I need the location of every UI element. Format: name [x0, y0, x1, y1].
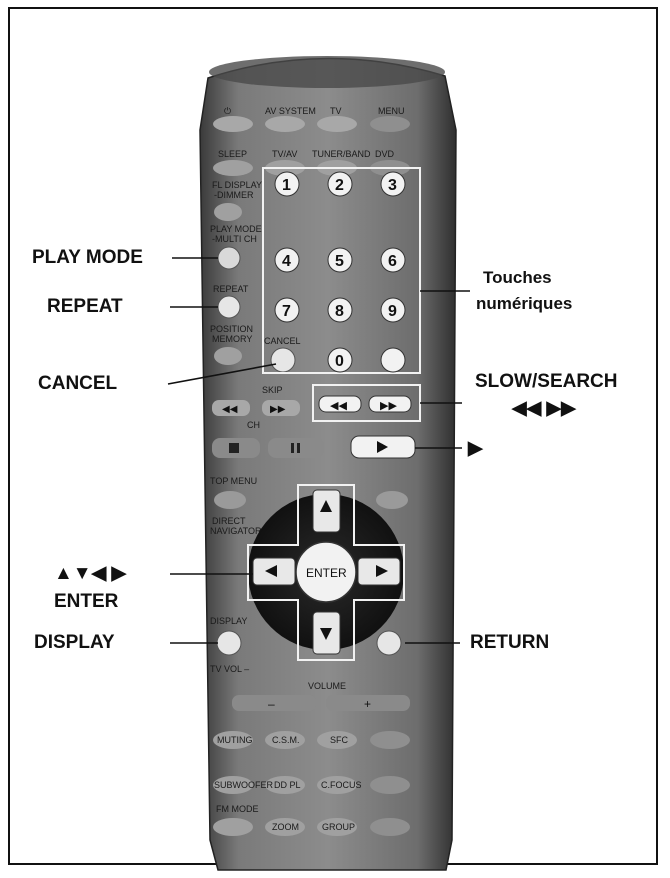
bottom-buttons: MUTING C.S.M. SFC SUBWOOFER DD PL C.FOCU… [213, 731, 410, 836]
svg-text:SKIP: SKIP [262, 385, 283, 395]
svg-text:CANCEL: CANCEL [264, 336, 301, 346]
svg-text:▶▶: ▶▶ [270, 404, 286, 415]
svg-text:TOP MENU: TOP MENU [210, 476, 257, 486]
svg-text:VOLUME: VOLUME [308, 681, 346, 691]
svg-text:DISPLAY: DISPLAY [210, 616, 247, 626]
svg-text:FL DISPLAY: FL DISPLAY [212, 180, 262, 190]
svg-text:POSITION: POSITION [210, 324, 253, 334]
svg-text:MEMORY: MEMORY [212, 334, 252, 344]
display-callout: DISPLAY [34, 632, 115, 653]
svg-text:4: 4 [282, 253, 291, 270]
svg-text:3: 3 [388, 177, 397, 194]
svg-text:0: 0 [335, 353, 344, 370]
play-mode-callout: PLAY MODE [32, 247, 143, 268]
svg-text:TV: TV [330, 106, 342, 116]
svg-text:TV VOL –: TV VOL – [210, 664, 249, 674]
svg-text:C.S.M.: C.S.M. [272, 735, 300, 745]
svg-text:MENU: MENU [378, 106, 405, 116]
touches-callout-line2: numériques [476, 294, 573, 313]
svg-text:5: 5 [335, 253, 344, 270]
svg-text:AV SYSTEM: AV SYSTEM [265, 106, 316, 116]
svg-text:2: 2 [335, 177, 344, 194]
slow-search-callout: SLOW/SEARCH [475, 371, 618, 392]
callout-lines [167, 257, 470, 644]
svg-text:-MULTI CH: -MULTI CH [212, 234, 257, 244]
svg-text:ENTER: ENTER [306, 566, 347, 580]
svg-text:FM MODE: FM MODE [216, 804, 259, 814]
svg-text:◀◀: ◀◀ [330, 400, 347, 412]
svg-text:SFC: SFC [330, 735, 349, 745]
slow-search-symbols: ◀◀ ▶▶ [512, 398, 576, 419]
svg-text:C.FOCUS: C.FOCUS [321, 780, 362, 790]
svg-text:–: – [268, 697, 275, 711]
power-icon: ⏻ [224, 106, 231, 116]
svg-text:DVD: DVD [375, 149, 395, 159]
svg-text:+: + [364, 697, 371, 711]
svg-text:◀◀: ◀◀ [222, 404, 238, 415]
svg-text:CH: CH [247, 420, 260, 430]
svg-text:9: 9 [388, 303, 397, 320]
repeat-callout: REPEAT [47, 296, 123, 317]
power-row: ⏻ AV SYSTEM TV MENU [213, 106, 410, 132]
svg-text:DD PL: DD PL [274, 780, 301, 790]
svg-text:-DIMMER: -DIMMER [214, 190, 254, 200]
svg-text:TV/AV: TV/AV [272, 149, 297, 159]
return-callout: RETURN [470, 632, 550, 653]
svg-text:NAVIGATOR: NAVIGATOR [210, 526, 262, 536]
svg-text:PLAY MODE: PLAY MODE [210, 224, 262, 234]
svg-text:TUNER/BAND: TUNER/BAND [312, 149, 371, 159]
svg-text:ZOOM: ZOOM [272, 822, 299, 832]
numeric-keypad-outline [262, 167, 421, 374]
arrows-callout: ▲▼◀ ▶ [54, 563, 127, 584]
numeric-keypad: 1 2 3 4 5 6 7 8 9 0 [274, 171, 406, 373]
cancel-callout: CANCEL [38, 373, 118, 394]
svg-text:REPEAT: REPEAT [213, 284, 249, 294]
svg-text:7: 7 [282, 303, 291, 320]
svg-text:6: 6 [388, 253, 397, 270]
enter-callout: ENTER [54, 591, 119, 612]
direction-pad: ENTER [247, 484, 405, 661]
svg-text:DIRECT: DIRECT [212, 516, 246, 526]
svg-text:GROUP: GROUP [322, 822, 355, 832]
svg-text:SLEEP: SLEEP [218, 149, 247, 159]
svg-text:SUBWOOFER: SUBWOOFER [214, 780, 274, 790]
svg-text:8: 8 [335, 303, 344, 320]
svg-text:MUTING: MUTING [217, 735, 253, 745]
touches-callout-line1: Touches [483, 268, 552, 287]
svg-text:▶▶: ▶▶ [380, 400, 397, 412]
svg-text:1: 1 [282, 177, 291, 194]
play-callout: ▶ [468, 438, 483, 459]
